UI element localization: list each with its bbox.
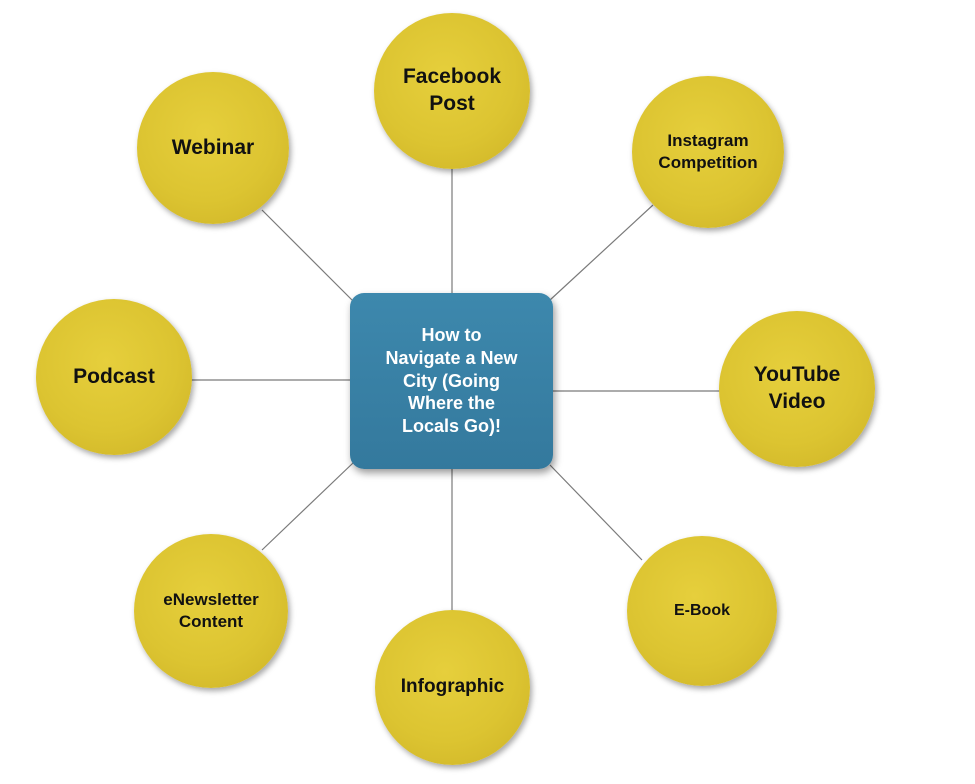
node-label: Webinar (171, 135, 255, 159)
connector-webinar (261, 209, 356, 304)
node-youtube-video: YouTube Video (719, 311, 875, 467)
central-topic-box: How to Navigate a New City (Going Where … (350, 293, 553, 469)
node-webinar: Webinar (137, 72, 289, 224)
node-e-book: E-Book (627, 536, 777, 686)
node-label: E-Book (674, 601, 730, 619)
node-label: Instagram Competition (658, 131, 758, 172)
connector-instagram-competition (549, 204, 654, 301)
node-label: Podcast (73, 364, 155, 388)
connector-enewsletter-content (261, 462, 354, 551)
central-topic-label: How to Navigate a New City (Going Where … (385, 325, 518, 436)
node-label: YouTube Video (753, 363, 841, 413)
node-instagram-competition: Instagram Competition (632, 76, 784, 228)
node-podcast: Podcast (36, 299, 192, 455)
node-label: Facebook Post (402, 65, 502, 115)
connector-e-book (549, 464, 643, 561)
node-infographic: Infographic (375, 610, 530, 765)
node-label: Infographic (400, 676, 505, 698)
node-enewsletter-content: eNewsletter Content (134, 534, 288, 688)
node-label: eNewsletter Content (163, 590, 259, 631)
node-facebook-post: Facebook Post (374, 13, 530, 169)
